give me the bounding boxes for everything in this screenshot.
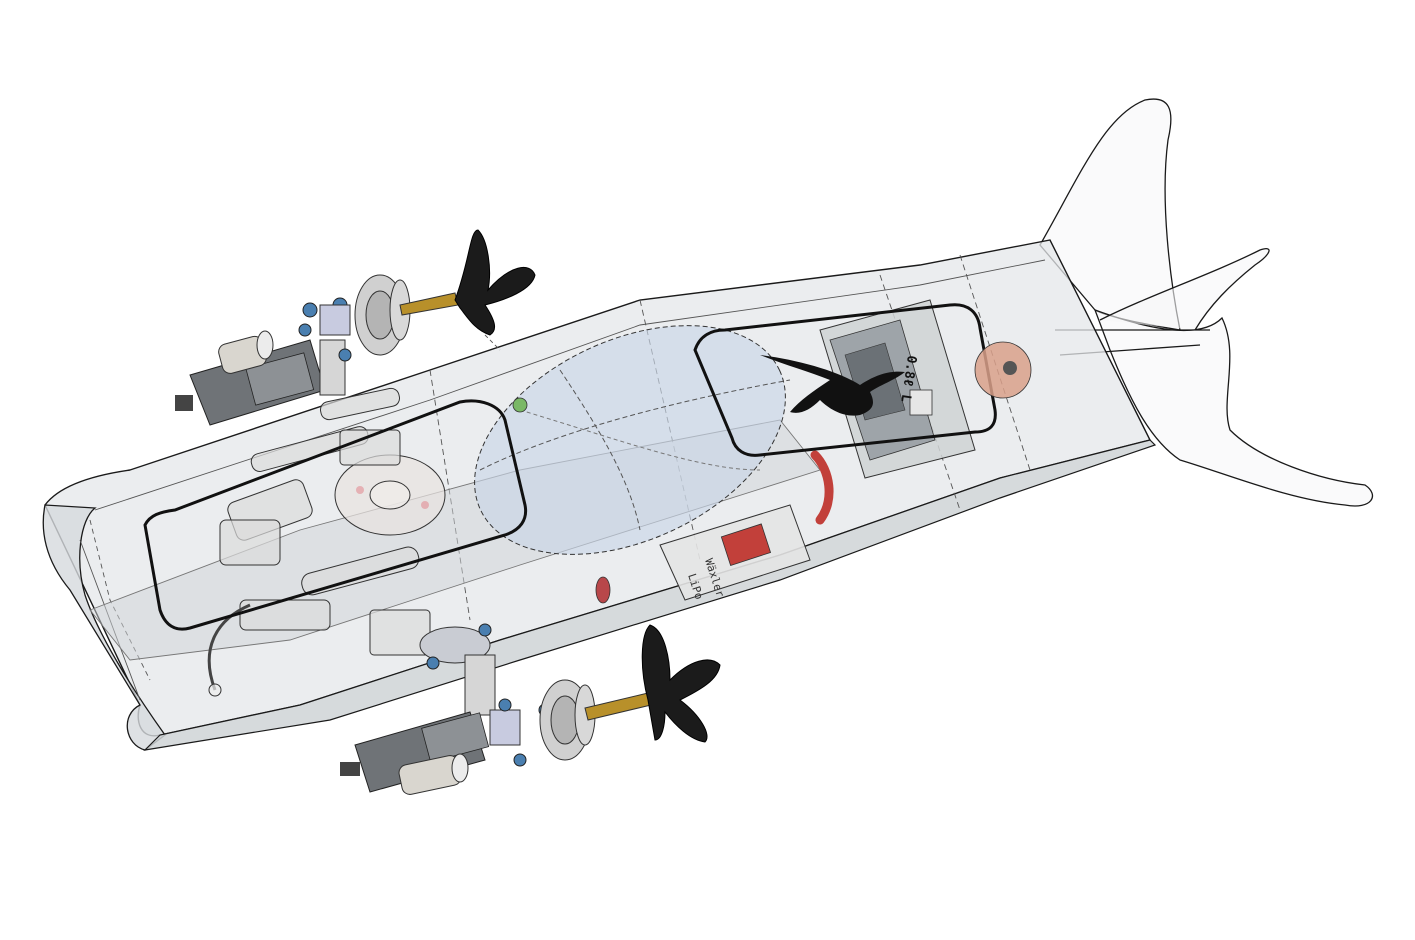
- drive-mechanism: [207, 387, 446, 697]
- motor-icon: [398, 753, 469, 795]
- hull-nose: [42, 504, 166, 751]
- motor-icon: [218, 330, 274, 374]
- front-window-outline: [143, 399, 528, 631]
- shaft-bottom: [584, 692, 652, 721]
- tail-fin: [1039, 98, 1374, 507]
- propeller-icon: [454, 229, 536, 336]
- propeller-icon: [641, 624, 721, 743]
- volume-label: 0.8ℓ L: [897, 354, 918, 403]
- battery-pack: LiPo Wäxler: [595, 450, 834, 604]
- hull-side-face: [143, 439, 1157, 751]
- tail-attachment: [974, 341, 1032, 399]
- rear-window-outline: [693, 303, 997, 457]
- lambda-logo: [760, 355, 905, 416]
- thruster-top: [175, 229, 536, 426]
- thruster-bottom: [340, 623, 721, 795]
